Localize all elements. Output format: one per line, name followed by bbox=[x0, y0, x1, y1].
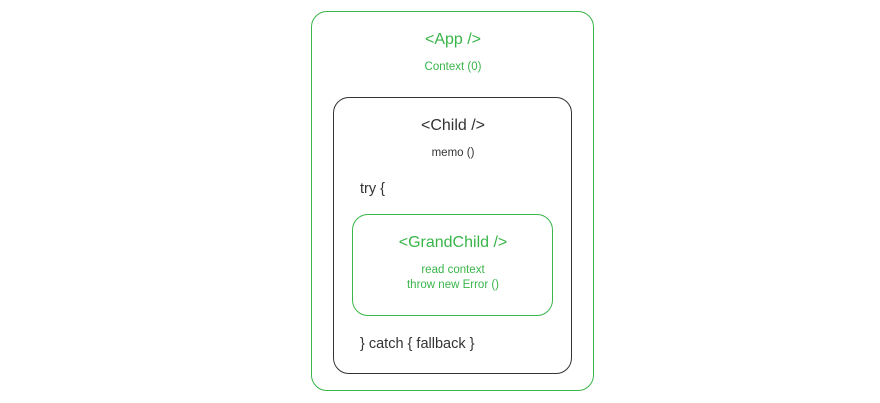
app-context-label: Context (0) bbox=[424, 61, 482, 73]
grandchild-component-box bbox=[352, 214, 553, 316]
app-component-title: <App /> bbox=[424, 31, 482, 48]
child-component-title: <Child /> bbox=[420, 117, 486, 134]
grandchild-component-title: <GrandChild /> bbox=[398, 234, 508, 251]
catch-fallback-block: } catch { fallback } bbox=[360, 336, 475, 352]
app-component-box bbox=[311, 11, 594, 391]
grandchild-throw-error-label: throw new Error () bbox=[406, 279, 500, 291]
child-memo-label: memo () bbox=[431, 147, 475, 159]
child-component-box bbox=[333, 97, 572, 374]
try-block-open: try { bbox=[360, 181, 385, 197]
grandchild-read-context-label: read context bbox=[421, 264, 485, 276]
